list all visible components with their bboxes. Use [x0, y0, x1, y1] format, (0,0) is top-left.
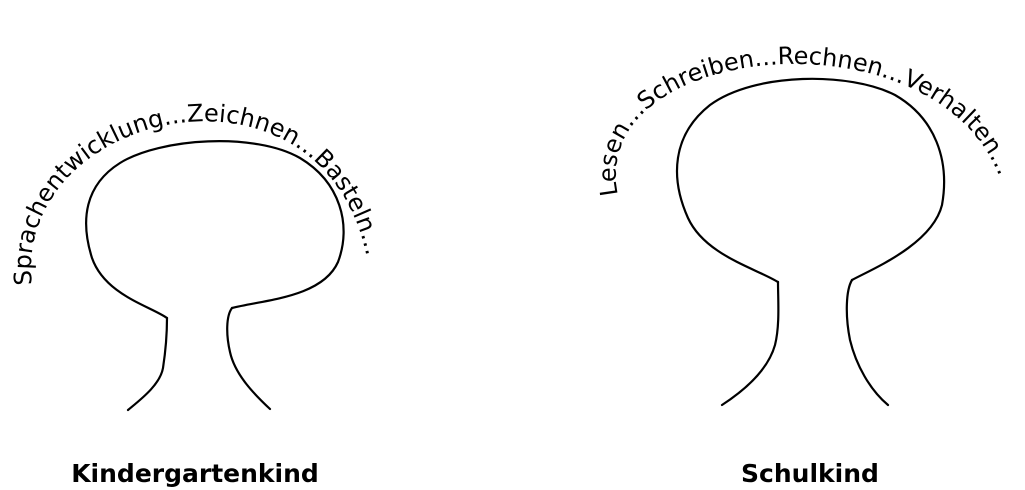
tree-caption-left: Kindergartenkind	[71, 459, 319, 488]
arc-text-left: Sprachentwicklung...Zeichnen...Basteln..…	[9, 99, 388, 286]
arc-text-left-path: Sprachentwicklung...Zeichnen...Basteln..…	[9, 99, 388, 286]
tree-crown-outline-right	[677, 79, 944, 282]
tree-trunk-left-side-2	[722, 282, 778, 405]
tree-caption-right: Schulkind	[741, 459, 879, 488]
tree-crown-outline-left	[86, 141, 343, 318]
arc-text-right: Lesen...Schreiben...Rechnen...Verhalten.…	[594, 42, 1020, 198]
arc-text-right-path: Lesen...Schreiben...Rechnen...Verhalten.…	[594, 42, 1020, 198]
tree-trunk-right-side	[227, 308, 270, 409]
tree-schulkind: Lesen...Schreiben...Rechnen...Verhalten.…	[594, 42, 1020, 488]
tree-trunk-left-side	[128, 318, 167, 410]
tree-kindergartenkind: Sprachentwicklung...Zeichnen...Basteln..…	[9, 99, 388, 488]
tree-trunk-right-side-2	[847, 280, 888, 405]
